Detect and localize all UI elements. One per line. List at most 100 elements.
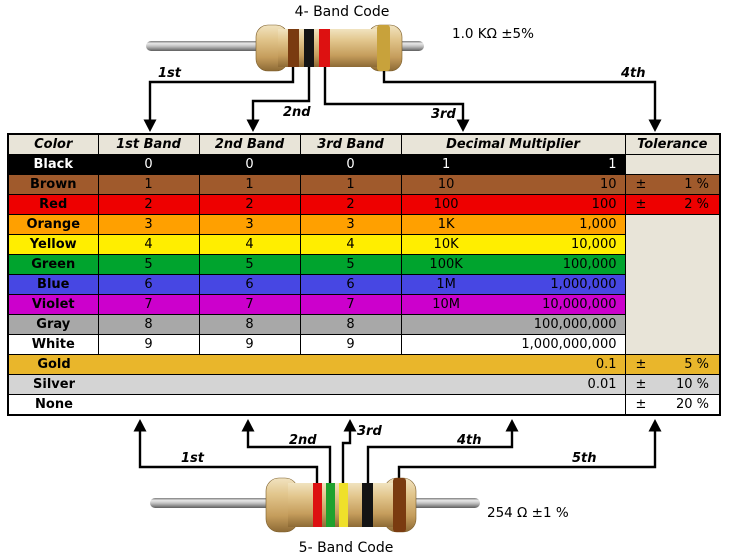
row-violet: Violet 7 7 7 10M 10,000,000	[7, 293, 720, 315]
arrowhead-down-icon	[648, 119, 662, 132]
multiplier-full: 1,000,000	[550, 276, 617, 292]
band2-digit-cell: 9	[198, 333, 301, 355]
arrow-1st-band	[138, 430, 319, 483]
band2-digit-cell: 0	[198, 153, 301, 175]
multiplier-short: 1K	[437, 216, 455, 232]
tolerance-sign: ±	[635, 396, 647, 412]
color-name-cell: Brown	[7, 173, 99, 195]
tolerance-value: 20 %	[675, 396, 709, 412]
band3-digit-cell: 5	[299, 253, 402, 275]
band1-digit-cell: 0	[97, 153, 200, 175]
row-orange: Orange 3 3 3 1K 1,000	[7, 213, 721, 355]
arrow-label-1st: 1st	[158, 66, 182, 81]
tolerance-cell: ± 20 %	[624, 393, 721, 415]
five-band-code-title: 5- Band Code	[298, 540, 394, 556]
multiplier-short: 100K	[429, 256, 463, 272]
multiplier-full: 100,000,000	[533, 316, 617, 332]
tolerance-sign: ±	[635, 196, 647, 212]
multiplier-short: 10	[437, 176, 455, 192]
multiplier-short: 10M	[432, 296, 460, 312]
band1-digit-cell: 5	[97, 253, 200, 275]
arrow-5th-tolerance	[397, 430, 657, 479]
arrow-3rd-multiplier	[323, 67, 465, 121]
five-band-resistor-figure: 1st 2nd 3rd 4th 5th	[133, 419, 662, 533]
arrow-label-3rd: 3rd	[357, 424, 382, 439]
black-band	[304, 29, 314, 67]
band3-digit-cell: 7	[299, 293, 402, 315]
tolerance-value: 5 %	[684, 356, 709, 372]
arrow-2nd-band	[251, 67, 311, 121]
arrow-4th-multiplier	[366, 430, 514, 483]
row-yellow: Yellow 4 4 4 10K 10,000	[7, 233, 720, 255]
multiplier-full: 1,000,000,000	[521, 336, 617, 352]
multiplier-cell: 1 1	[400, 153, 626, 175]
arrow-label-2nd: 2nd	[283, 105, 311, 120]
arrow-label-4th: 4th	[456, 433, 482, 448]
arrowhead-up-icon	[133, 419, 147, 432]
arrowhead-up-icon	[241, 419, 255, 432]
band2-digit-cell: 3	[198, 213, 301, 235]
band1-digit-cell: 7	[97, 293, 200, 315]
tolerance-sign: ±	[635, 376, 647, 392]
tolerance-value: 2 %	[684, 196, 709, 212]
color-code-table: Color 1st Band 2nd Band 3rd Band Decimal…	[7, 133, 721, 416]
row-black: Black 0 0 0 1 1	[7, 153, 721, 175]
four-band-value-label: 1.0 KΩ ±5%	[452, 26, 534, 42]
band2-digit-cell: 1	[198, 173, 301, 195]
multiplier-cell: 1,000,000,000	[400, 333, 626, 355]
band2-digit-cell: 5	[198, 253, 301, 275]
header-3rd-band: 3rd Band	[299, 133, 402, 155]
band2-digit-cell: 4	[198, 233, 301, 255]
tolerance-cell: ± 10 %	[624, 373, 721, 395]
tolerance-cell	[624, 153, 721, 175]
band1-digit-cell: 4	[97, 233, 200, 255]
multiplier-full: 10,000,000	[542, 296, 617, 312]
row-none: None ± 20 %	[7, 393, 721, 415]
color-name-cell: Blue	[7, 273, 99, 295]
band2-digit-cell: 6	[198, 273, 301, 295]
band2-digit-cell: 2	[198, 193, 301, 215]
multiplier-short: 100	[433, 196, 459, 212]
arrowhead-down-icon	[143, 119, 157, 132]
color-name: Gold	[37, 356, 71, 372]
header-2nd-band: 2nd Band	[198, 133, 301, 155]
multiplier-cell: 100 100	[400, 193, 626, 215]
band3-digit-cell: 8	[299, 313, 402, 335]
tolerance-value: 1 %	[684, 176, 709, 192]
multiplier-short: 10K	[433, 236, 459, 252]
tolerance-empty-cell	[624, 213, 721, 355]
multiplier-short: 1	[441, 156, 451, 172]
row-green: Green 5 5 5 100K 100,000	[7, 253, 720, 275]
multiplier-cell: 1K 1,000	[400, 213, 626, 235]
multiplier-full: 0.1	[595, 356, 617, 372]
none-row-cell: None	[7, 393, 626, 415]
row-gold: Gold 0.1 ± 5 %	[7, 353, 721, 375]
row-gray: Gray 8 8 8 100,000,000	[7, 313, 720, 335]
gold-band	[377, 25, 390, 71]
tolerance-value: 10 %	[675, 376, 709, 392]
arrow-3rd-band	[341, 430, 352, 483]
row-red: Red 2 2 2 100 100 ± 2 %	[7, 193, 721, 215]
band1-digit-cell: 2	[97, 193, 200, 215]
multiplier-cell: 1M 1,000,000	[400, 273, 626, 295]
five-band-value-label: 254 Ω ±1 %	[487, 505, 569, 521]
tolerance-cell: ± 5 %	[624, 353, 721, 375]
brown-band	[393, 478, 406, 532]
multiplier-full: 10	[599, 176, 617, 192]
red-band	[313, 483, 322, 527]
arrowhead-down-icon	[456, 119, 470, 132]
color-name-cell: White	[7, 333, 99, 355]
band1-digit-cell: 3	[97, 213, 200, 235]
band3-digit-cell: 3	[299, 213, 402, 235]
multiplier-short: 1M	[436, 276, 456, 292]
multiplier-full: 1	[608, 156, 617, 172]
red-band	[319, 29, 330, 67]
tolerance-cell: ± 1 %	[624, 173, 721, 195]
multiplier-cell: 10K 10,000	[400, 233, 626, 255]
row-brown: Brown 1 1 1 10 10 ± 1 %	[7, 173, 721, 195]
band2-digit-cell: 7	[198, 293, 301, 315]
tolerance-cell: ± 2 %	[624, 193, 721, 215]
brown-band	[288, 29, 299, 67]
row-silver: Silver 0.01 ± 10 %	[7, 373, 721, 395]
band1-digit-cell: 6	[97, 273, 200, 295]
